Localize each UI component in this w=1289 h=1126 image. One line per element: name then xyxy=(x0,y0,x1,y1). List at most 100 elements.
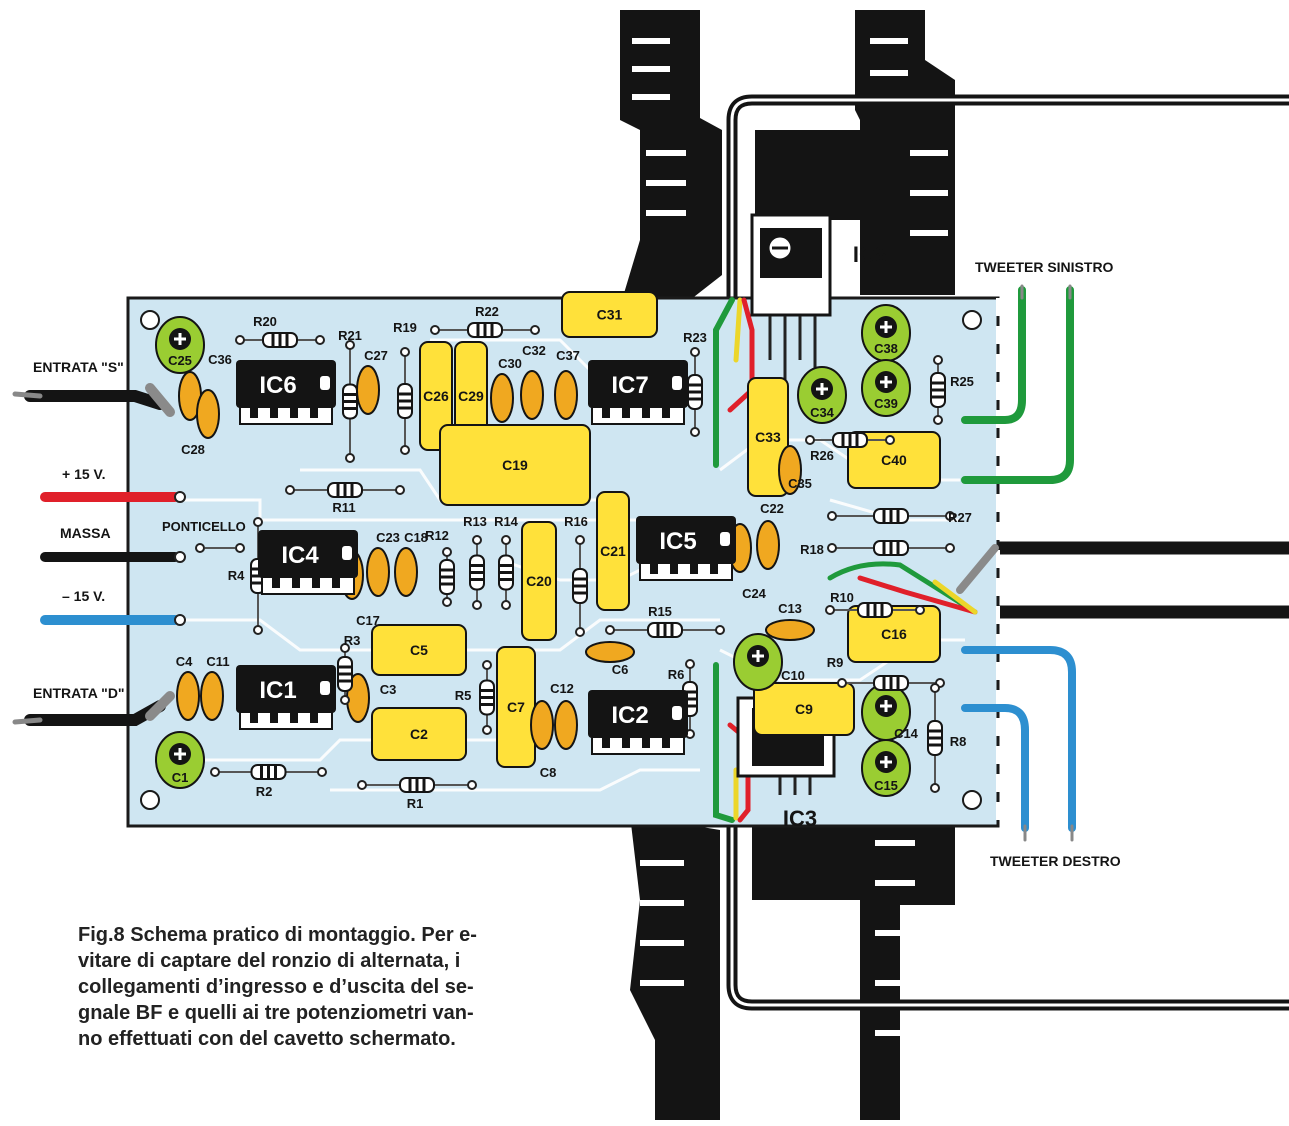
resistor-r6 xyxy=(682,659,698,739)
film-capacitor-label: C19 xyxy=(502,457,528,473)
resistor-label: R25 xyxy=(950,374,974,389)
plus-icon xyxy=(880,376,892,388)
ceramic-capacitor-c27 xyxy=(356,365,380,415)
ic-ic2: IC2 xyxy=(588,690,688,755)
film-capacitor-label: C29 xyxy=(458,388,484,404)
film-capacitor-label: C21 xyxy=(600,543,626,559)
ceramic-capacitor-label: C35 xyxy=(788,476,812,491)
caption-line: no effettuati con del cavetto schermato. xyxy=(78,1028,456,1050)
ic-label: IC6 xyxy=(259,372,296,399)
film-capacitor-c20 xyxy=(521,521,557,641)
ceramic-capacitor-label: C8 xyxy=(540,765,557,780)
ic-label: IC7 xyxy=(611,372,648,399)
resistor-r9 xyxy=(837,675,945,691)
resistor-r18 xyxy=(827,540,955,556)
resistor-label: R22 xyxy=(475,304,499,319)
resistor-r21 xyxy=(342,340,358,463)
plus-icon xyxy=(752,650,764,662)
film-capacitor-label: C2 xyxy=(410,726,428,742)
ceramic-capacitor-label: C28 xyxy=(181,442,205,457)
ceramic-capacitor-label: C36 xyxy=(208,352,232,367)
electrolytic-capacitor-label: C25 xyxy=(168,353,192,368)
film-capacitor-c26 xyxy=(419,341,453,451)
ceramic-capacitor-label: C4 xyxy=(176,654,193,669)
resistor-label: R19 xyxy=(393,320,417,335)
resistor-label: R13 xyxy=(463,514,487,529)
caption-line: Fig.8 Schema pratico di montaggio. Per e… xyxy=(78,924,477,946)
resistor-r13 xyxy=(469,535,485,610)
figure-caption: Fig.8 Schema pratico di montaggio. Per e… xyxy=(78,922,578,1052)
resistor-r22 xyxy=(430,322,540,338)
resistor-r2 xyxy=(210,764,327,780)
resistor-r23 xyxy=(687,347,703,437)
resistor-label: R8 xyxy=(950,734,967,749)
resistor-r15 xyxy=(605,622,725,638)
heatsink-lower xyxy=(630,815,955,1120)
resistor-r16 xyxy=(572,535,588,637)
film-capacitor-label: C16 xyxy=(881,626,907,642)
resistor-label: R12 xyxy=(425,528,449,543)
film-capacitor-label: C33 xyxy=(755,429,781,445)
caption-line: vitare di captare del ronzio di alternat… xyxy=(78,950,461,972)
ceramic-capacitor-c37 xyxy=(554,370,578,420)
label-tweeter-right: TWEETER DESTRO xyxy=(990,853,1121,869)
ceramic-capacitor-label: C27 xyxy=(364,348,388,363)
resistor-r26 xyxy=(805,432,895,448)
resistor-label: R9 xyxy=(827,655,844,670)
heatsink-upper xyxy=(620,10,955,300)
ceramic-capacitor-c18 xyxy=(394,547,418,597)
electrolytic-capacitor-label: C39 xyxy=(874,396,898,411)
film-capacitor-label: C5 xyxy=(410,642,428,658)
ceramic-capacitor-label: C37 xyxy=(556,348,580,363)
ceramic-capacitor-c13 xyxy=(765,619,815,641)
resistor-label: R23 xyxy=(683,330,707,345)
plus-icon xyxy=(174,748,186,760)
ceramic-capacitor-label: C3 xyxy=(380,682,397,697)
resistor-r12 xyxy=(439,547,455,607)
film-capacitor-label: C7 xyxy=(507,699,525,715)
ic-label: IC8 xyxy=(853,242,887,267)
resistor-label: R15 xyxy=(648,604,672,619)
electrolytic-capacitor-label: C15 xyxy=(874,778,898,793)
ceramic-capacitor-label: C24 xyxy=(742,586,767,601)
ic-label: IC2 xyxy=(611,702,648,729)
resistor-r1 xyxy=(357,777,477,793)
resistor-label: R10 xyxy=(830,590,854,605)
film-capacitor-c5 xyxy=(371,624,467,676)
resistor-label: R26 xyxy=(810,448,834,463)
resistor-label: R1 xyxy=(407,796,424,811)
resistor-label: R5 xyxy=(455,688,472,703)
resistor-label: R18 xyxy=(800,542,824,557)
ceramic-capacitor-label: C22 xyxy=(760,501,784,516)
electrolytic-capacitor-label: C10 xyxy=(781,668,805,683)
film-capacitor-c21 xyxy=(596,491,630,611)
resistor-label: R20 xyxy=(253,314,277,329)
resistor-r10 xyxy=(825,602,925,618)
regulator-ic8 xyxy=(750,213,832,380)
plus-icon xyxy=(174,333,186,345)
film-capacitor-c33 xyxy=(747,377,789,497)
resistor-label: R2 xyxy=(256,784,273,799)
ic-ic5: IC5 xyxy=(636,516,736,581)
plus-icon xyxy=(880,321,892,333)
label-input-s: ENTRATA "S" xyxy=(33,359,124,375)
ceramic-capacitor-c22 xyxy=(756,520,780,570)
ic-label: IC4 xyxy=(281,542,319,569)
electrolytic-capacitor-label: C34 xyxy=(810,405,835,420)
ceramic-capacitor-c35 xyxy=(778,445,802,495)
resistor-r14 xyxy=(498,535,514,610)
label-tweeter-left: TWEETER SINISTRO xyxy=(975,259,1114,275)
diagram-labels: ENTRATA "S" ENTRATA "D" + 15 V. MASSA – … xyxy=(33,259,1121,869)
resistor-label: R21 xyxy=(338,328,362,343)
ceramic-capacitor-label: C13 xyxy=(778,601,802,616)
ceramic-capacitor-label: C23 xyxy=(376,530,400,545)
label-input-d: ENTRATA "D" xyxy=(33,685,125,701)
ceramic-capacitor-c30 xyxy=(490,373,514,423)
ceramic-capacitor-label: C18 xyxy=(404,530,428,545)
resistor-r11 xyxy=(285,482,405,498)
left-wires xyxy=(12,383,186,726)
resistor-r3 xyxy=(337,643,353,705)
output-shielded-cables xyxy=(726,94,1289,1011)
